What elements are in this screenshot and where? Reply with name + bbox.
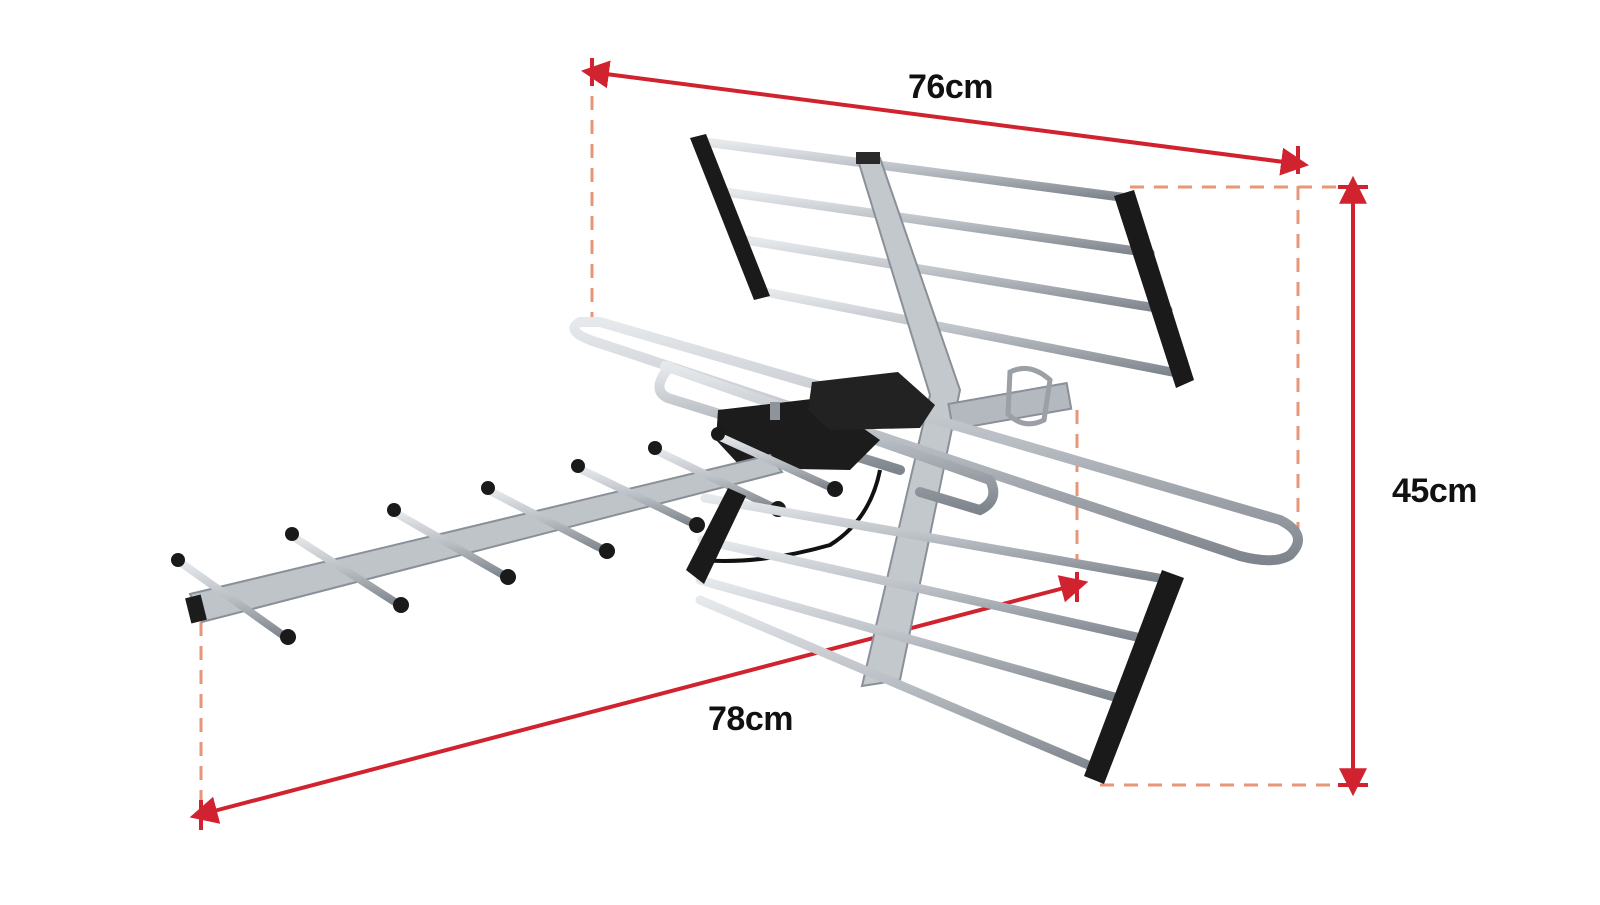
yagi-director-tips	[171, 427, 843, 645]
antenna-illustration	[171, 134, 1303, 784]
dimension-label-length: 78cm	[708, 700, 793, 738]
boom-end-cap	[185, 594, 207, 624]
dimension-lines	[189, 58, 1368, 830]
dimension-line-length	[189, 575, 1089, 824]
upper-reflector	[700, 137, 1187, 379]
dimension-label-height: 45cm	[1392, 472, 1477, 510]
upper-reflector-end-left	[690, 134, 770, 300]
lower-reflector-end-left	[686, 488, 746, 584]
yagi-directors	[176, 432, 836, 640]
lower-reflector	[695, 493, 1175, 775]
coax-cable	[699, 469, 882, 563]
folded-dipole	[569, 317, 1303, 566]
connector-post	[770, 402, 780, 420]
mount-clamp	[947, 365, 1073, 431]
lower-reflector-end-right	[1084, 570, 1184, 784]
amplifier-box-rear	[808, 372, 935, 430]
upper-reflector-end-right	[1114, 190, 1194, 388]
dimension-line-width	[581, 60, 1309, 176]
mast-cap	[856, 152, 880, 164]
dimension-label-width: 76cm	[908, 68, 993, 106]
yagi-boom	[188, 453, 784, 624]
